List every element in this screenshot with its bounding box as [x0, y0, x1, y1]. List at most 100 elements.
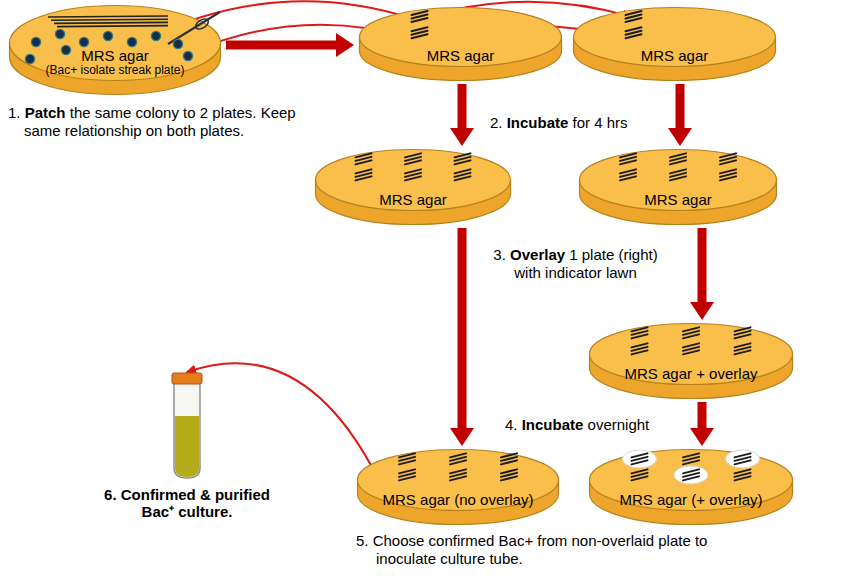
petri-plate — [588, 322, 794, 400]
step-verb: Patch — [25, 104, 66, 121]
streak-line — [57, 26, 168, 27]
colony — [31, 37, 40, 46]
plate-label: MRS agar — [641, 47, 709, 64]
step-label: 5. Choose confirmed Bac+ from non-overla… — [356, 532, 756, 568]
patch-streak — [720, 160, 736, 164]
petri-plate — [588, 448, 794, 526]
patch-streak — [405, 160, 421, 164]
agar-plate: MRS agar(Bac+ isolate streak plate) — [8, 4, 222, 96]
plate-label: MRS agar — [379, 191, 447, 208]
colony — [183, 51, 192, 60]
patch-streak — [735, 460, 751, 464]
petri-plate — [314, 148, 512, 226]
patch-streak — [632, 350, 648, 354]
step-label: 6. Confirmed & purified Bac⁺ culture. — [87, 486, 287, 521]
colony — [55, 29, 64, 38]
patch-streak — [632, 460, 648, 464]
plate-label: MRS agar (+ overlay) — [620, 491, 763, 508]
process-arrow — [226, 41, 344, 50]
process-arrow — [698, 228, 707, 310]
patch-streak — [626, 18, 642, 22]
step-label: 2. Incubate for 4 hrs — [490, 114, 660, 132]
step-verb: Overlay — [510, 246, 565, 263]
streak-line — [54, 22, 168, 23]
plate-label: MRS agar — [81, 47, 149, 64]
patch-streak — [412, 18, 428, 22]
patch-streak — [735, 476, 751, 480]
patch-streak — [683, 334, 699, 338]
colony — [151, 31, 160, 40]
plate-label: (Bac+ isolate streak plate) — [45, 64, 184, 78]
patch-streak — [683, 476, 699, 480]
patch-streak — [356, 160, 372, 164]
tube-glass — [174, 382, 200, 478]
patch-streak — [455, 176, 471, 180]
colony — [173, 39, 182, 48]
culture-tube — [167, 372, 207, 480]
patch-streak — [670, 176, 686, 180]
step-label: 4. Incubate overnight — [505, 416, 675, 434]
colony — [103, 31, 112, 40]
petri-plate — [356, 448, 560, 526]
inhibition-zone — [674, 466, 708, 484]
patch-streak — [735, 350, 751, 354]
tube-broth — [175, 416, 199, 477]
plate-top — [316, 150, 511, 211]
patch-streak — [735, 334, 751, 338]
patch-streak — [450, 476, 466, 480]
process-arrow — [458, 228, 467, 436]
patch-streak — [399, 460, 415, 464]
agar-plate: MRS agar — [578, 148, 778, 226]
plate-label: MRS agar (no overlay) — [383, 491, 534, 508]
tube-cap — [172, 373, 202, 384]
step-verb: Incubate — [522, 416, 584, 433]
agar-plate: MRS agar — [358, 6, 563, 82]
patch-streak — [501, 476, 517, 480]
plate-top — [360, 8, 562, 67]
agar-plate: MRS agar (+ overlay) — [588, 448, 794, 526]
inhibition-zone — [726, 450, 760, 468]
transfer-arrow — [187, 363, 376, 475]
petri-plate — [578, 148, 778, 226]
plate-top — [580, 150, 777, 211]
colony — [25, 54, 34, 63]
patch-streak — [412, 34, 428, 38]
step-label: 3. Overlay 1 plate (right) with indicato… — [478, 246, 673, 282]
agar-plate: MRS agar + overlay — [588, 322, 794, 400]
patch-streak — [356, 176, 372, 180]
patch-streak — [455, 160, 471, 164]
streak-line — [51, 19, 168, 20]
step-verb: Incubate — [507, 114, 569, 131]
plate-top — [358, 450, 559, 511]
colony — [79, 37, 88, 46]
patch-streak — [626, 34, 642, 38]
colony — [61, 45, 70, 54]
plate-label: MRS agar — [427, 47, 495, 64]
process-arrow — [458, 84, 467, 136]
patch-streak — [405, 176, 421, 180]
patch-streak — [683, 350, 699, 354]
agar-plate: MRS agar (no overlay) — [356, 448, 560, 526]
petri-plate — [358, 6, 563, 82]
petri-plate — [572, 6, 777, 82]
patch-streak — [620, 176, 636, 180]
patch-streak — [450, 460, 466, 464]
plate-label: MRS agar + overlay — [625, 365, 758, 382]
patch-streak — [620, 160, 636, 164]
agar-plate: MRS agar — [572, 6, 777, 82]
streak-line — [48, 16, 168, 17]
patch-streak — [632, 476, 648, 480]
agar-plate: MRS agar — [314, 148, 512, 226]
culture-tube-node: 6. Confirmed & purified Bac⁺ culture. — [72, 372, 302, 521]
patch-streak — [720, 176, 736, 180]
process-arrow — [676, 84, 685, 136]
plate-label: MRS agar — [644, 191, 712, 208]
step-label: 1. Patch the same colony to 2 plates. Ke… — [8, 104, 318, 140]
plate-top — [574, 8, 776, 67]
inoculating-loop — [194, 17, 210, 31]
plate-top — [10, 6, 221, 81]
patch-streak — [399, 476, 415, 480]
patch-streak — [632, 334, 648, 338]
plate-top — [590, 324, 793, 385]
